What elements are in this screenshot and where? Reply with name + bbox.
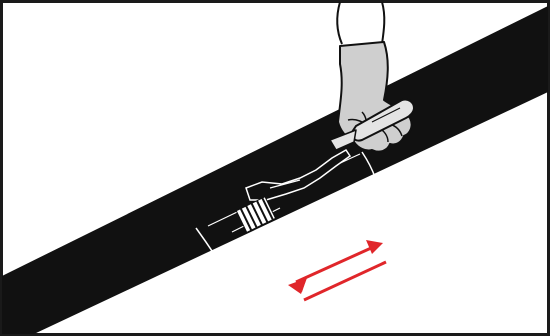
ribbed-label-icon <box>235 196 277 234</box>
arm <box>336 1 386 45</box>
peeling-tool-icon <box>329 98 415 151</box>
double-arrow-icon <box>288 240 387 302</box>
